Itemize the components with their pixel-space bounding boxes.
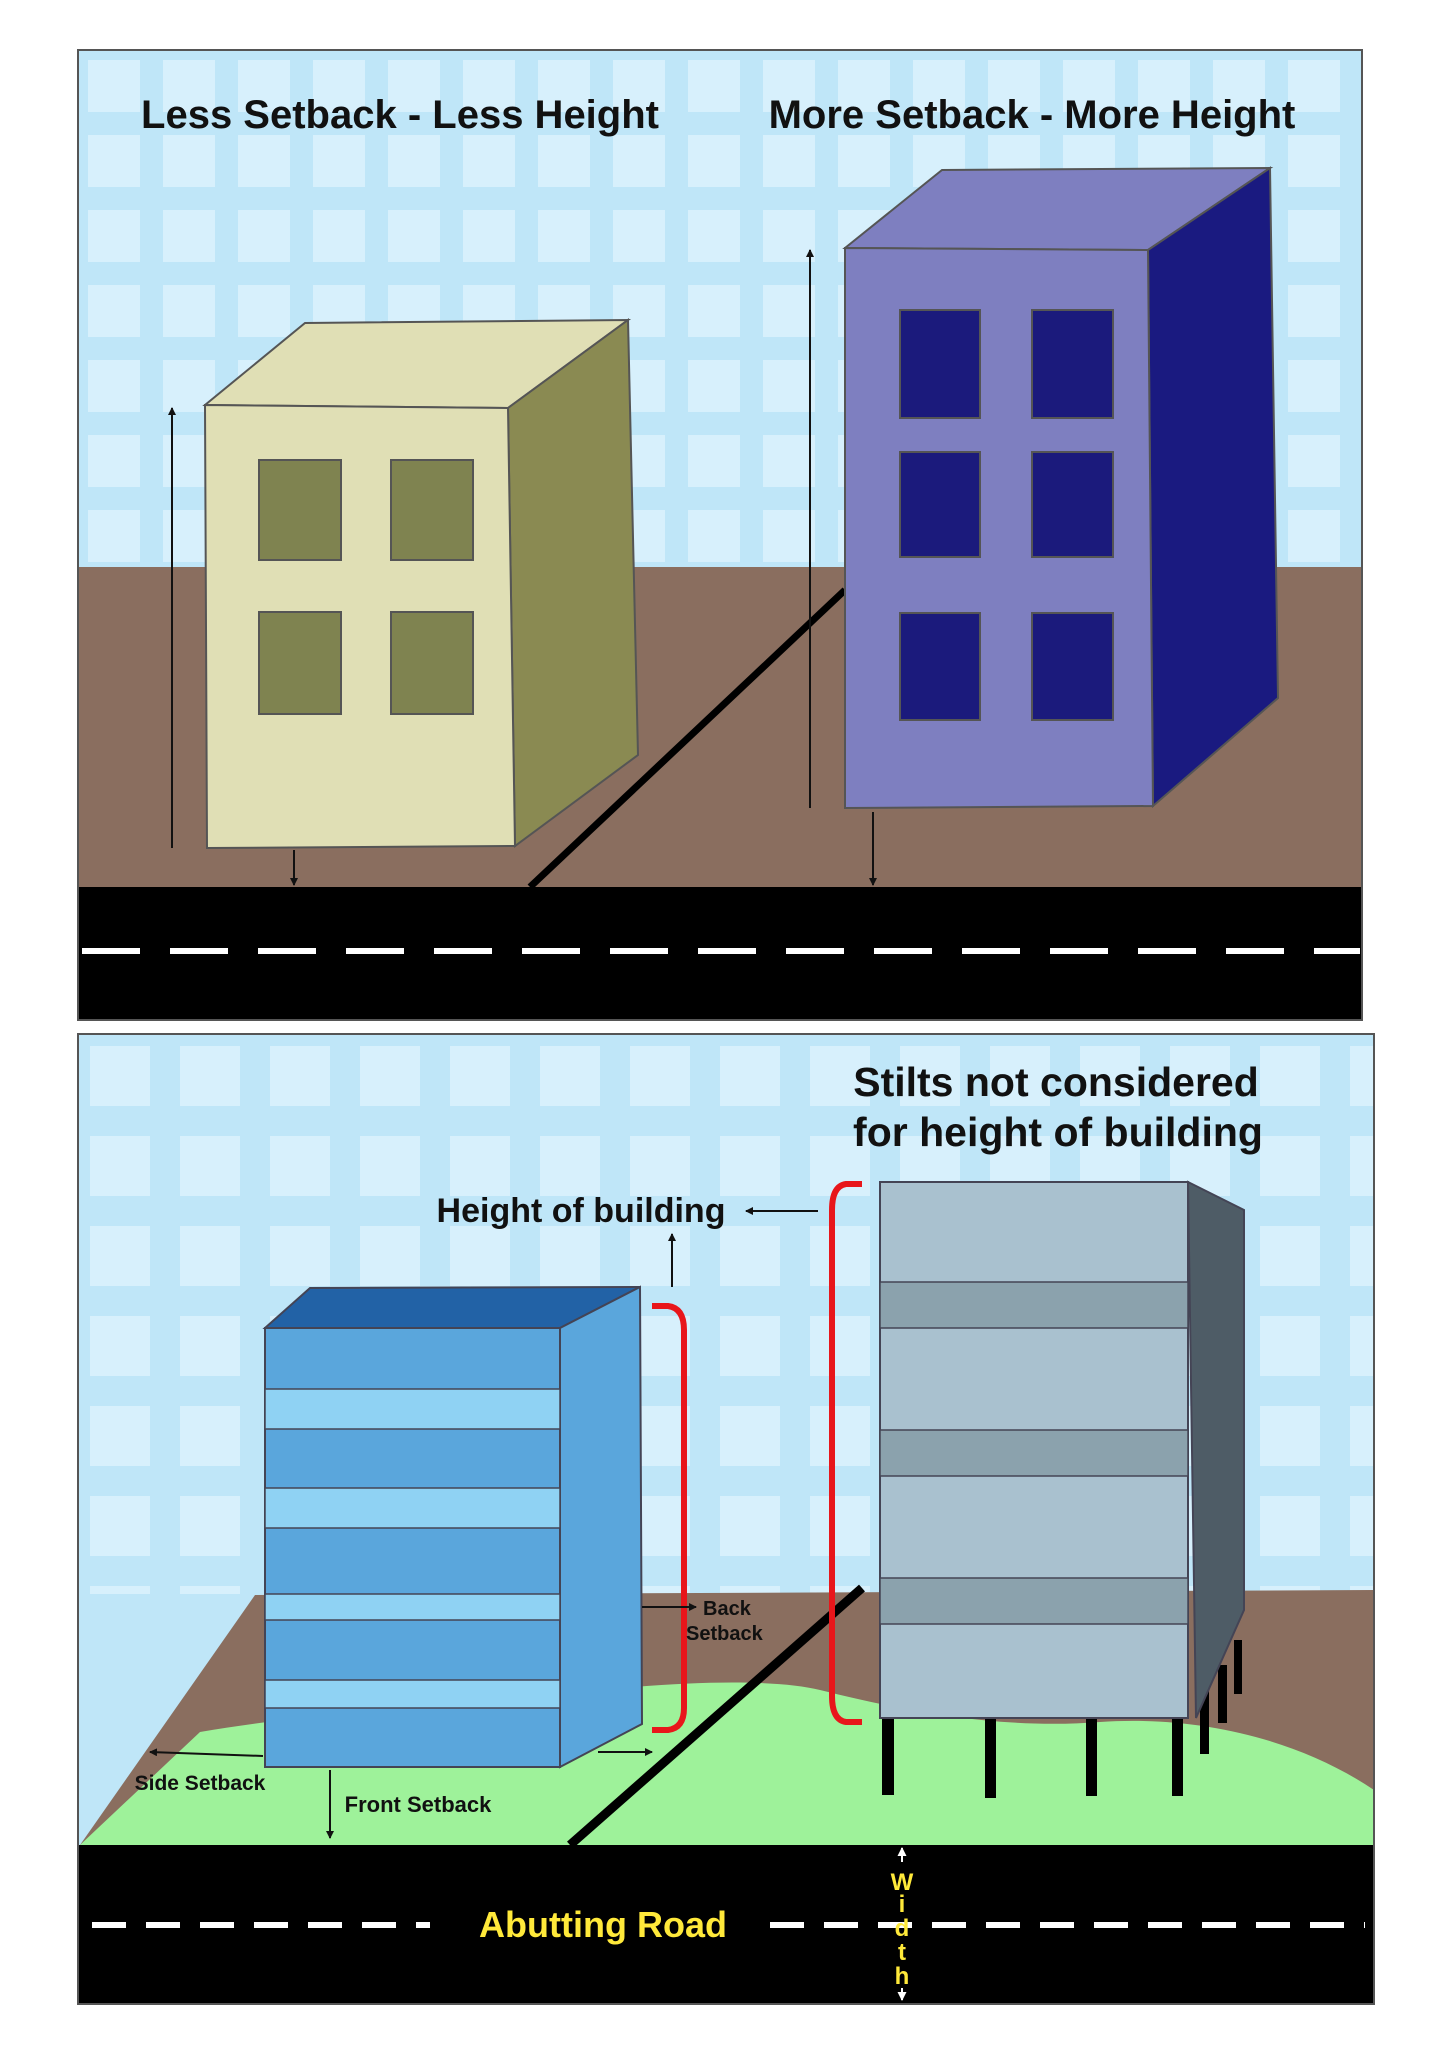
width-letter: h [895, 1963, 910, 1990]
grey-building-side [1186, 1180, 1245, 1719]
stilt [1172, 1718, 1183, 1796]
blue-building [262, 1285, 644, 1769]
stilts-note-line2: for height of building [853, 1109, 1263, 1155]
back-setback-label-line2: Setback [686, 1623, 764, 1645]
side-setback-arrow [149, 1748, 264, 1757]
front-setback-label: Front Setback [345, 1792, 492, 1817]
plot-boundary-line [527, 587, 848, 890]
blue-height-bracket [652, 1303, 687, 1733]
low-building-window [390, 459, 474, 561]
stilt [882, 1718, 894, 1795]
grey-building-band [879, 1429, 1189, 1477]
left-title: Less Setback - Less Height [141, 93, 659, 137]
height-of-building-label: Height of building [437, 1192, 726, 1230]
tall-building-window [1031, 451, 1114, 558]
tall-building-window [899, 612, 981, 721]
blue-building-band [264, 1487, 561, 1529]
top-panel-border [77, 49, 1363, 1021]
low-building-window [258, 459, 342, 561]
right-title: More Setback - More Height [769, 93, 1296, 137]
blue-building-band [264, 1593, 561, 1621]
grey-building [879, 1180, 1245, 1719]
width-letter: W [891, 1869, 914, 1896]
grey-building-band [879, 1281, 1189, 1329]
width-letter: i [899, 1891, 906, 1918]
grey-building-band [879, 1577, 1189, 1625]
tall-building-window [899, 309, 981, 419]
low-building-window [390, 611, 474, 715]
tall-building-window [1031, 309, 1114, 419]
tall-building-window [899, 451, 981, 558]
blue-building-side [559, 1285, 644, 1769]
stilt [1218, 1665, 1227, 1723]
low-building-window [258, 611, 342, 715]
stilt [1234, 1640, 1242, 1694]
width-letter: d [895, 1915, 910, 1942]
stilt [1200, 1690, 1209, 1754]
abutting-road-label: Abutting Road [479, 1904, 727, 1945]
top-panel: Less Setback - Less Height More Setback … [77, 49, 1363, 1021]
tall-building-window [1031, 612, 1114, 721]
bottom-panel-border [77, 1033, 1375, 2005]
stilt [985, 1718, 996, 1798]
width-label: W i d t h [891, 1869, 914, 1990]
low-building-side [506, 318, 640, 848]
tall-building [842, 166, 1280, 810]
grey-height-bracket [829, 1181, 862, 1725]
tall-building-side [1146, 166, 1280, 809]
stilts [882, 1640, 1242, 1798]
blue-building-band [264, 1679, 561, 1709]
plot-boundary-line [567, 1584, 865, 1849]
stilts-note-line1: Stilts not considered [853, 1059, 1259, 1105]
bottom-panel: Stilts not considered for height of buil… [77, 1033, 1375, 2005]
low-building [202, 318, 640, 850]
side-setback-label: Side Setback [135, 1772, 266, 1795]
width-letter: t [898, 1939, 906, 1966]
stilt [1086, 1718, 1097, 1796]
blue-building-band [264, 1388, 561, 1430]
back-setback-label-line1: Back [703, 1598, 752, 1620]
